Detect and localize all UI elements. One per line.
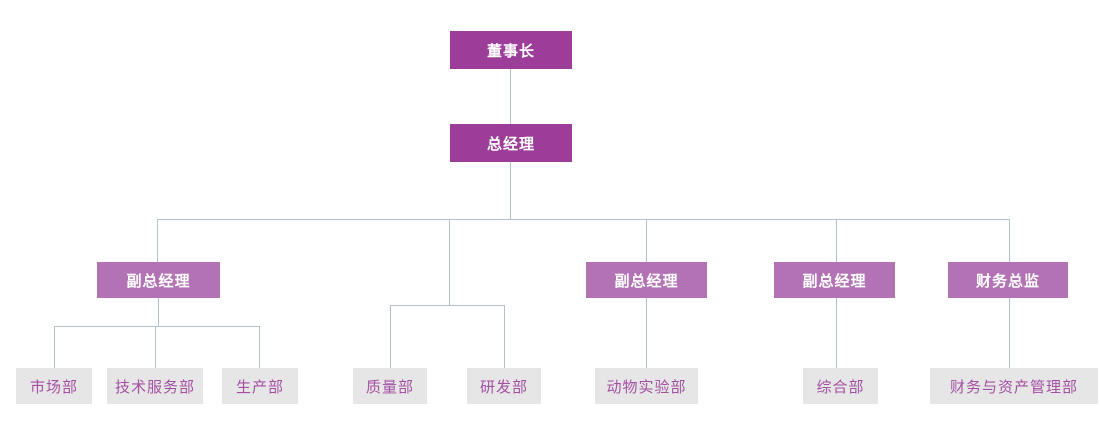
node-quality-dept: 质量部	[353, 368, 427, 404]
connector-line	[157, 219, 158, 262]
connector-line	[510, 69, 511, 124]
node-tech-service-dept: 技术服务部	[107, 368, 203, 404]
connector-line	[836, 298, 837, 368]
connector-line	[504, 305, 505, 368]
node-deputy-gm-2: 副总经理	[586, 262, 707, 298]
connector-line	[646, 298, 647, 368]
connector-line	[836, 219, 837, 262]
node-production-dept: 生产部	[222, 368, 298, 404]
connector-line	[449, 219, 450, 305]
node-deputy-gm-1: 副总经理	[97, 262, 220, 298]
connector-line	[646, 219, 647, 262]
connector-line	[390, 305, 504, 306]
node-marketing-dept: 市场部	[16, 368, 92, 404]
node-finance-director: 财务总监	[948, 262, 1068, 298]
node-general-manager: 总经理	[450, 124, 572, 162]
connector-line	[510, 162, 511, 219]
node-deputy-gm-3: 副总经理	[774, 262, 895, 298]
node-animal-lab-dept: 动物实验部	[595, 368, 698, 404]
node-chairman: 董事长	[450, 31, 572, 69]
connector-line	[259, 326, 260, 368]
connector-line	[390, 305, 391, 368]
connector-line	[157, 219, 1010, 220]
connector-line	[1009, 219, 1010, 262]
connector-line	[54, 326, 55, 368]
connector-line	[54, 326, 260, 327]
connector-line	[158, 298, 159, 326]
connector-line	[155, 326, 156, 368]
node-general-affairs-dept: 综合部	[803, 368, 878, 404]
node-rnd-dept: 研发部	[467, 368, 541, 404]
node-finance-asset-mgmt-dept: 财务与资产管理部	[930, 368, 1098, 404]
connector-line	[1009, 298, 1010, 368]
